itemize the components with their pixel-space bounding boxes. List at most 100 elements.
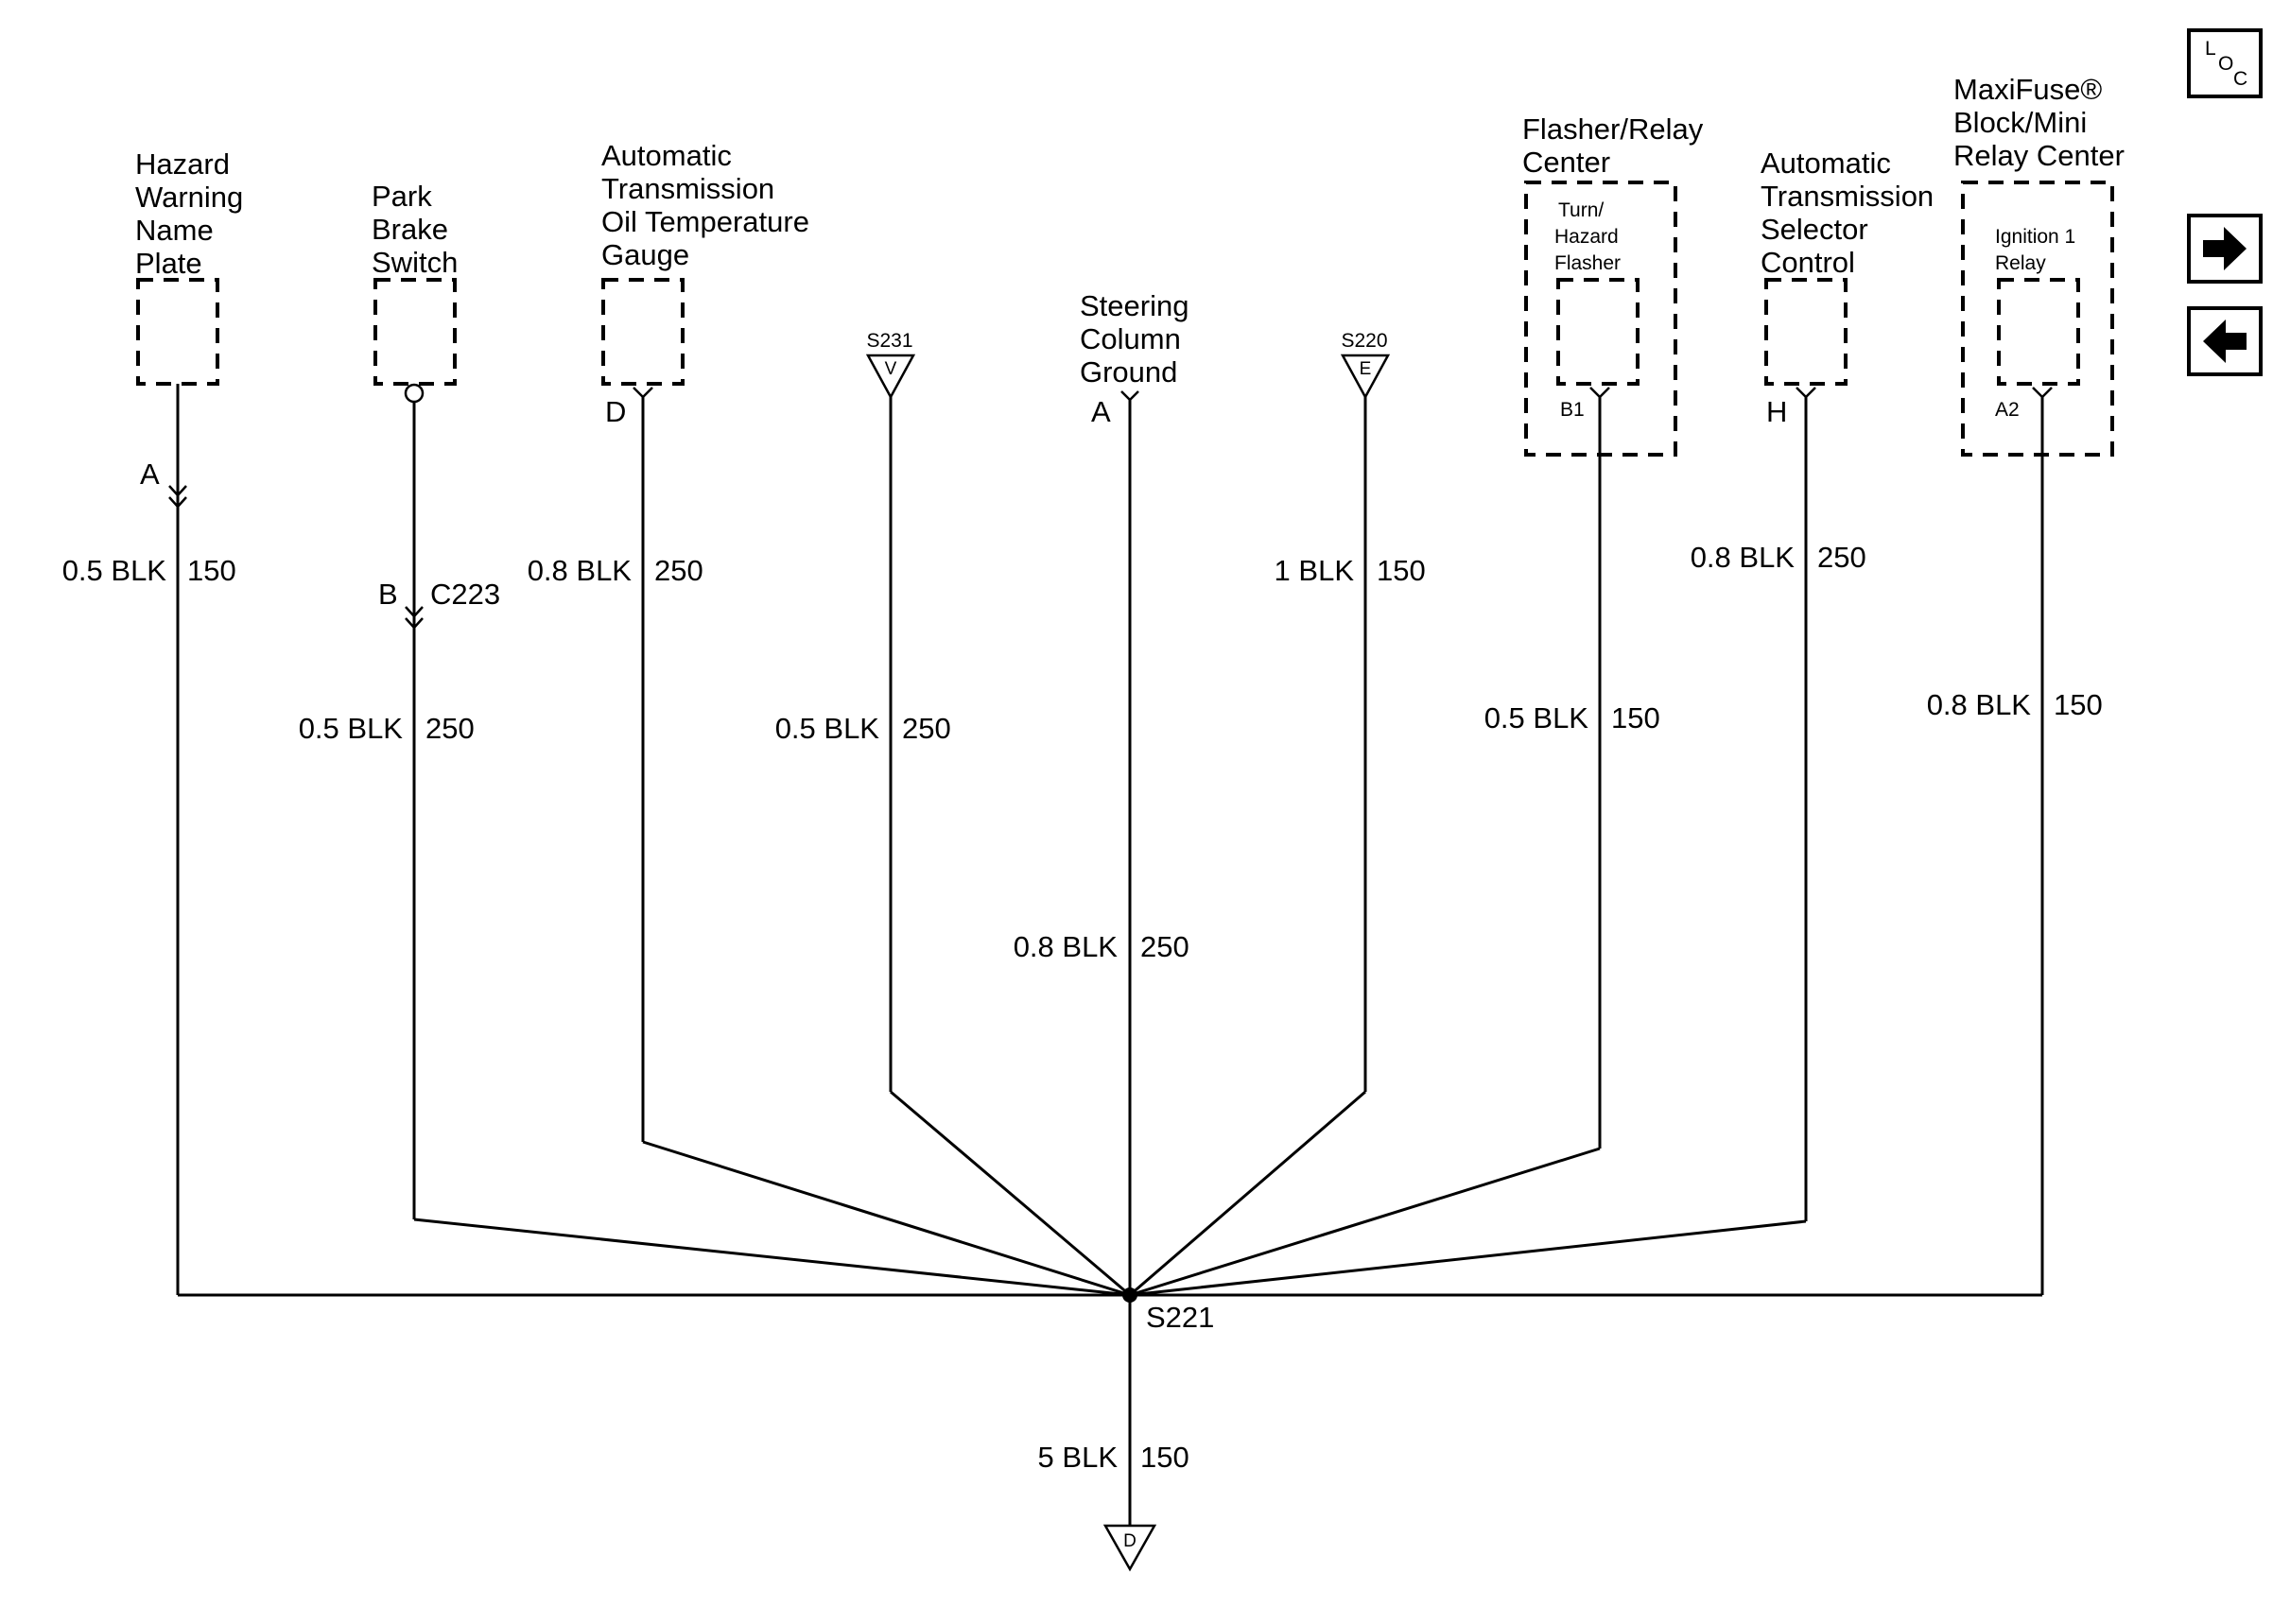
selector-label-line-1: Automatic	[1761, 147, 1891, 180]
hazard-label-line-2: Warning	[135, 181, 243, 214]
steering-label-line-1: Steering	[1080, 289, 1189, 322]
trans-temp-component-box	[601, 278, 685, 386]
park-brake-pin: B	[378, 578, 398, 611]
selector-wire-spec: 0.8 BLK	[1691, 541, 1796, 574]
hazard-wire-spec: 0.5 BLK	[62, 554, 167, 587]
trans-temp-pin: D	[605, 395, 626, 428]
s220-wire-circuit: 150	[1377, 554, 1426, 587]
flasher-relay-center: Flasher/Relay Center Turn/ Hazard Flashe…	[1522, 112, 1704, 457]
steering-wire-circuit: 250	[1140, 930, 1189, 963]
flasher-inner-line-1: Turn/	[1558, 199, 1604, 221]
s220-wire: 1 BLK 150	[1129, 397, 1426, 1297]
park-brake-label-line-2: Brake	[372, 213, 448, 246]
trans-temp-label-line-4: Gauge	[601, 238, 689, 271]
flasher-center-label-line-2: Center	[1522, 146, 1610, 179]
arrow-left-icon	[2203, 320, 2247, 363]
maxifuse-label-line-3: Relay Center	[1953, 139, 2125, 172]
trans-temp-label-line-1: Automatic	[601, 139, 732, 172]
splice-s221-label: S221	[1146, 1301, 1214, 1334]
steering-label-line-2: Column	[1080, 322, 1181, 355]
s231-wire: 0.5 BLK 250	[775, 397, 1131, 1297]
flasher-wire-spec: 0.5 BLK	[1484, 701, 1589, 734]
selector-wire: H 0.8 BLK 250	[1129, 387, 1866, 1297]
flasher-center-label-line-1: Flasher/Relay	[1522, 112, 1704, 146]
hazard-pin: A	[140, 458, 160, 491]
previous-page-button[interactable]	[2187, 306, 2263, 376]
s231-letter: V	[885, 359, 897, 379]
s231-label: S231	[866, 330, 912, 352]
steering-wire: A 0.8 BLK 250	[1014, 390, 1189, 1295]
trans-temp-wire: D 0.8 BLK 250	[528, 387, 1131, 1297]
park-brake-wire: B C223 0.5 BLK 250	[299, 383, 1131, 1297]
hazard-component-box	[136, 278, 219, 386]
ignition-relay-box	[1997, 278, 2080, 386]
maxifuse-box	[1961, 181, 2114, 457]
s220-triangle	[1340, 354, 1391, 400]
s220-label: S220	[1341, 330, 1387, 352]
selector-label-line-4: Control	[1761, 246, 1855, 279]
arrow-right-icon	[2203, 227, 2247, 270]
selector-label-line-2: Transmission	[1761, 180, 1934, 213]
flasher-pin: B1	[1560, 399, 1585, 421]
flasher-inner-line-2: Hazard	[1554, 226, 1619, 248]
trans-selector-control: Automatic Transmission Selector Control	[1761, 147, 1934, 386]
steering-column-ground: Steering Column Ground	[1080, 289, 1189, 389]
ignition-inner-line-1: Ignition 1	[1995, 226, 2075, 248]
ignition-wire: 0.8 BLK 150	[1927, 387, 2103, 1295]
hazard-label-line-1: Hazard	[135, 147, 230, 181]
ignition-pin: A2	[1995, 399, 2020, 421]
selector-pin: H	[1766, 395, 1787, 428]
ignition-wire-spec: 0.8 BLK	[1927, 688, 2032, 721]
loc-letter-c: C	[2233, 68, 2247, 90]
selector-component-box	[1764, 278, 1848, 386]
hazard-wire-circuit: 150	[187, 554, 236, 587]
park-brake-wire-circuit: 250	[425, 712, 475, 745]
next-page-button[interactable]	[2187, 214, 2263, 284]
ignition-wire-circuit: 150	[2054, 688, 2103, 721]
loc-letter-l: L	[2205, 38, 2216, 60]
maxifuse-label-line-1: MaxiFuse®	[1953, 73, 2102, 106]
hazard-label-line-4: Plate	[135, 247, 202, 280]
location-button[interactable]: L O C	[2187, 28, 2263, 98]
splice-s220: S220 E	[1340, 330, 1391, 400]
s231-triangle	[865, 354, 916, 400]
steering-wire-spec: 0.8 BLK	[1014, 930, 1119, 963]
s231-wire-circuit: 250	[902, 712, 951, 745]
maxifuse-label-line-2: Block/Mini	[1953, 106, 2087, 139]
hazard-warning-name-plate: Hazard Warning Name Plate	[135, 147, 243, 386]
park-brake-terminal	[404, 383, 425, 404]
trans-temp-label-line-2: Transmission	[601, 172, 774, 205]
s220-letter: E	[1360, 359, 1372, 379]
steering-pin: A	[1091, 395, 1111, 428]
s231-wire-spec: 0.5 BLK	[775, 712, 880, 745]
ground-letter: D	[1123, 1531, 1136, 1551]
ground-wire-spec: 5 BLK	[1038, 1441, 1119, 1474]
trans-temp-label-line-3: Oil Temperature	[601, 205, 809, 238]
main-ground-wire: 5 BLK 150 D	[1038, 1295, 1189, 1572]
loc-letter-o: O	[2218, 53, 2233, 75]
ground-bus: S221	[178, 1287, 2042, 1334]
park-brake-label-line-3: Switch	[372, 246, 458, 279]
flasher-wire-circuit: 150	[1611, 701, 1660, 734]
park-brake-label-line-1: Park	[372, 180, 432, 213]
selector-label-line-3: Selector	[1761, 213, 1868, 246]
hazard-wire: A 0.5 BLK 150	[62, 384, 236, 1295]
ignition-inner-line-2: Relay	[1995, 252, 2046, 274]
flasher-wire: 0.5 BLK 150	[1129, 387, 1660, 1297]
selector-wire-circuit: 250	[1817, 541, 1866, 574]
splice-s231: S231 V	[865, 330, 916, 400]
trans-temp-wire-spec: 0.8 BLK	[528, 554, 633, 587]
s220-wire-spec: 1 BLK	[1275, 554, 1355, 587]
hazard-label-line-3: Name	[135, 214, 214, 247]
park-brake-switch: Park Brake Switch	[372, 180, 458, 386]
maxifuse-block-mini-relay-center: MaxiFuse® Block/Mini Relay Center Igniti…	[1953, 73, 2125, 457]
park-brake-connector: C223	[430, 578, 500, 611]
park-brake-component-box	[373, 278, 457, 386]
ground-wire-circuit: 150	[1140, 1441, 1189, 1474]
trans-temp-wire-circuit: 250	[654, 554, 703, 587]
flasher-component-box	[1556, 278, 1640, 386]
park-brake-wire-spec: 0.5 BLK	[299, 712, 404, 745]
flasher-inner-line-3: Flasher	[1554, 252, 1621, 274]
trans-oil-temp-gauge: Automatic Transmission Oil Temperature G…	[601, 139, 809, 386]
